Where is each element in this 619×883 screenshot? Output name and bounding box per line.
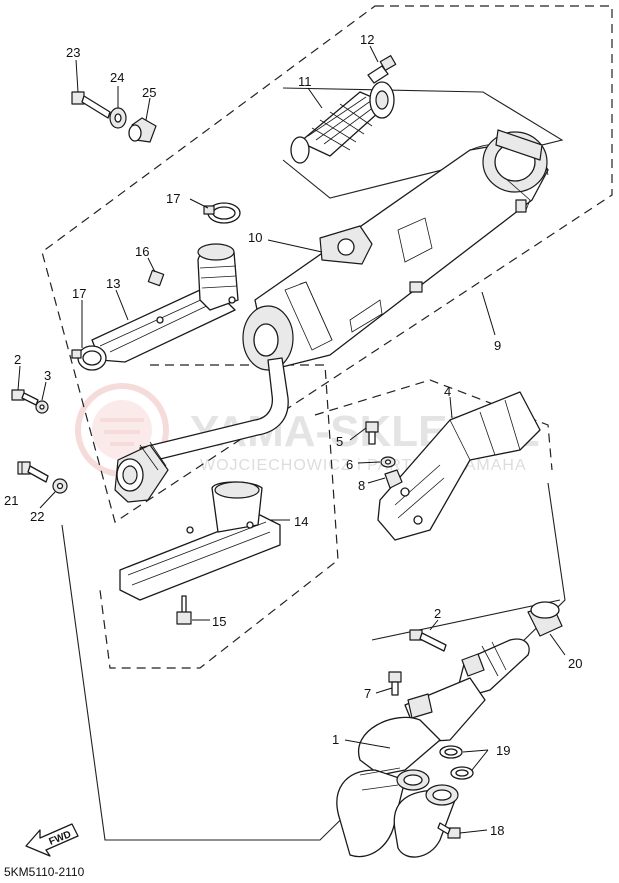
callout-3: 3 <box>44 368 51 383</box>
washer-24 <box>109 107 127 129</box>
bolt-7 <box>388 671 402 696</box>
bolt-15 <box>176 595 192 625</box>
leader-lines <box>17 45 566 834</box>
callout-16: 16 <box>135 244 149 259</box>
callout-labels: 23 24 25 12 11 17 10 16 13 17 9 2 3 4 5 … <box>4 32 582 838</box>
clamp-17-lower <box>71 345 107 371</box>
bolt-23 <box>71 91 111 119</box>
callout-5: 5 <box>336 434 343 449</box>
bolt-5 <box>365 421 379 445</box>
muffler <box>242 129 549 371</box>
bolt-12 <box>367 55 397 84</box>
bolt-2-right <box>409 629 447 652</box>
callout-6: 6 <box>346 457 353 472</box>
pipe-cover-13 <box>91 243 239 363</box>
gasket-20 <box>527 601 563 637</box>
callout-15: 15 <box>212 614 226 629</box>
callout-7: 7 <box>364 686 371 701</box>
clamp-17-upper <box>203 202 241 224</box>
callout-11: 11 <box>298 74 312 89</box>
callout-24: 24 <box>110 70 124 85</box>
exhaust-header <box>336 638 530 858</box>
callout-18: 18 <box>490 823 504 838</box>
callout-20: 20 <box>568 656 582 671</box>
muffler-subgroup-boundary <box>282 87 564 199</box>
callout-10: 10 <box>248 230 262 245</box>
cover-group-boundary <box>314 379 553 471</box>
bolt-2-left <box>11 389 39 406</box>
pipe-cover-14 <box>119 481 281 601</box>
callout-25: 25 <box>142 85 156 100</box>
washer-22 <box>52 478 68 494</box>
pipe-cover-boundary <box>99 364 339 669</box>
protector-4 <box>377 391 541 541</box>
callout-14: 14 <box>294 514 308 529</box>
washer-3 <box>35 400 49 414</box>
callout-17-lower: 17 <box>72 286 86 301</box>
callout-9: 9 <box>494 338 501 353</box>
washer-6 <box>380 456 396 468</box>
diagram-code: 5KM5110-2110 <box>4 865 85 879</box>
callout-21: 21 <box>4 493 18 508</box>
gaskets-19 <box>439 745 474 780</box>
fwd-label: FWD <box>48 829 73 848</box>
nut-16 <box>147 269 165 287</box>
exhaust-group-boundary <box>61 482 566 841</box>
callout-4: 4 <box>444 384 451 399</box>
muffler-group-boundary <box>41 5 613 523</box>
callout-17-upper: 17 <box>166 191 180 206</box>
bolt-21 <box>17 461 49 483</box>
callout-12: 12 <box>360 32 374 47</box>
fwd-arrow-icon: FWD <box>25 823 79 857</box>
header-subgroup-boundary <box>371 599 561 641</box>
callout-13: 13 <box>106 276 120 291</box>
watermark-sub-text: WOJCIECHOWICZ i PARTNER YAMAHA <box>200 457 527 474</box>
callout-2-left: 2 <box>14 352 21 367</box>
callout-1: 1 <box>332 732 339 747</box>
callout-23: 23 <box>66 45 80 60</box>
callout-2-right: 2 <box>434 606 441 621</box>
group-boundaries <box>41 5 613 841</box>
callout-19: 19 <box>496 743 510 758</box>
damper-8 <box>384 469 403 489</box>
exhaust-pipe <box>114 357 289 503</box>
callout-8: 8 <box>358 478 365 493</box>
damper-25 <box>128 117 157 143</box>
callout-22: 22 <box>30 509 44 524</box>
spark-arrester <box>290 81 395 164</box>
